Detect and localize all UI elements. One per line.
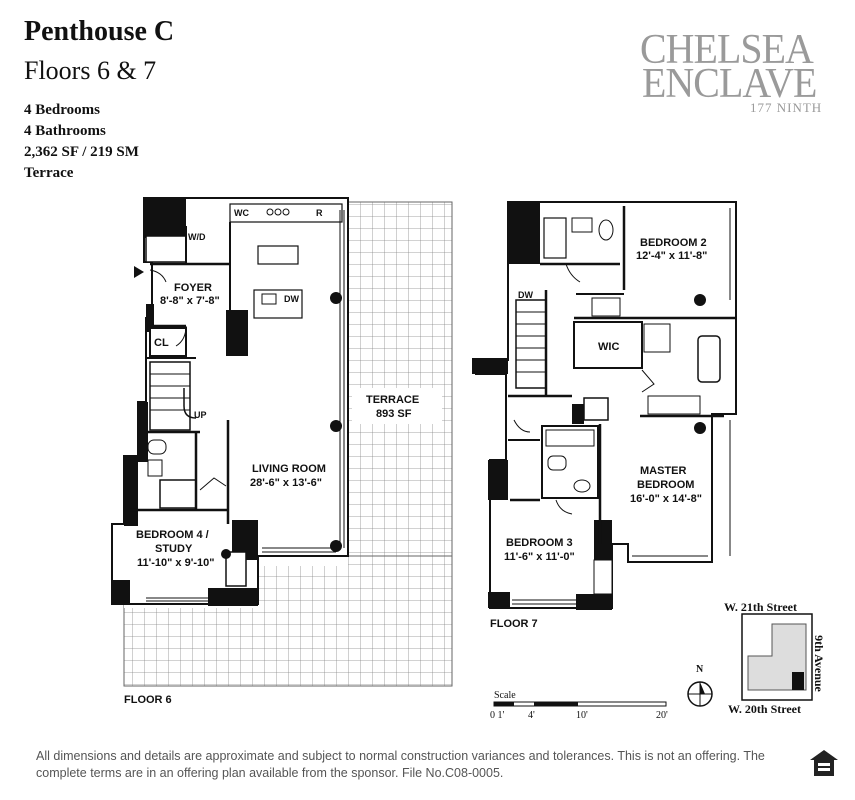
unit-specs: 4 Bedrooms 4 Bathrooms 2,362 SF / 219 SM… bbox=[24, 100, 139, 184]
page-subtitle: Floors 6 & 7 bbox=[24, 56, 157, 85]
key-plan bbox=[741, 613, 813, 701]
wic-label: WIC bbox=[598, 341, 619, 353]
north-compass bbox=[687, 681, 713, 707]
street-north: W. 21th Street bbox=[724, 600, 797, 614]
scale-bar bbox=[493, 701, 667, 707]
compass-north-label: N bbox=[696, 664, 704, 675]
spec-area: 2,362 SF / 219 SM bbox=[24, 144, 139, 160]
scale-tick-0: 0 1' bbox=[490, 710, 505, 721]
floor-7-label: FLOOR 7 bbox=[490, 618, 538, 630]
living-room-name: LIVING ROOM bbox=[252, 463, 326, 475]
spec-bedrooms: 4 Bedrooms bbox=[24, 102, 100, 118]
dishwasher-label-f7: DW bbox=[518, 290, 533, 300]
street-east: 9th Avenue bbox=[811, 635, 826, 692]
floor-6-label: FLOOR 6 bbox=[124, 694, 172, 706]
equal-housing-icon bbox=[810, 750, 838, 776]
master-bedroom-dims: 16'-0" x 14'-8" bbox=[630, 493, 702, 505]
terrace-name: TERRACE bbox=[366, 394, 419, 406]
terrace-grid-east bbox=[347, 201, 453, 557]
bedroom4-dims: 11'-10" x 9'-10" bbox=[137, 557, 214, 569]
foyer-name: FOYER bbox=[174, 282, 212, 294]
floor-6-plan bbox=[111, 197, 453, 687]
foyer-dims: 8'-8" x 7'-8" bbox=[160, 295, 220, 307]
dishwasher-label-f6: DW bbox=[284, 294, 299, 304]
street-south: W. 20th Street bbox=[728, 702, 801, 716]
spec-terrace: Terrace bbox=[24, 165, 74, 181]
scale-tick-20: 20' bbox=[656, 710, 668, 721]
logo-line-3: 177 NINTH bbox=[750, 100, 823, 115]
logo-line-2: ENCLAVE bbox=[642, 61, 817, 107]
washer-dryer-label: W/D bbox=[188, 232, 206, 242]
master-bedroom-name2: BEDROOM bbox=[637, 479, 694, 491]
scale-tick-10: 10' bbox=[576, 710, 588, 721]
terrace-area: 893 SF bbox=[376, 408, 412, 420]
stair-up-label: UP bbox=[194, 410, 207, 420]
bedroom4-name2: STUDY bbox=[155, 543, 193, 555]
master-bedroom-name: MASTER bbox=[640, 465, 687, 477]
bedroom2-name: BEDROOM 2 bbox=[640, 237, 707, 249]
scale-tick-4: 4' bbox=[528, 710, 535, 721]
bedroom3-dims: 11'-6" x 11'-0" bbox=[504, 551, 575, 563]
logo-line-1: CHELSEA bbox=[640, 27, 814, 73]
refrigerator-label: R bbox=[316, 208, 323, 218]
page-title: Penthouse C bbox=[24, 16, 175, 47]
bedroom2-dims: 12'-4" x 11'-8" bbox=[636, 250, 707, 262]
bedroom4-name: BEDROOM 4 / bbox=[136, 529, 209, 541]
living-room-dims: 28'-6" x 13'-6" bbox=[250, 477, 322, 489]
legal-disclaimer: All dimensions and details are approxima… bbox=[36, 749, 765, 780]
bedroom3-name: BEDROOM 3 bbox=[506, 537, 573, 549]
chelsea-enclave-logo: CHELSEA ENCLAVE 177 NINTH bbox=[640, 26, 830, 116]
closet-label: CL bbox=[154, 337, 169, 349]
floor-7-plan bbox=[472, 201, 737, 610]
spec-bathrooms: 4 Bathrooms bbox=[24, 123, 106, 139]
wc-label: WC bbox=[234, 208, 249, 218]
scale-title: Scale bbox=[494, 690, 516, 701]
